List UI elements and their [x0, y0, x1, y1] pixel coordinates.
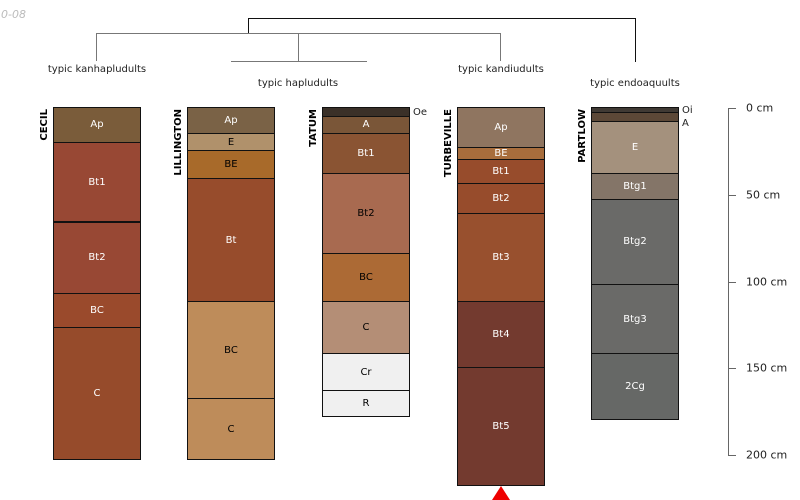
horizon-cr: Cr: [322, 353, 410, 391]
axis-tick: [728, 368, 736, 370]
profile-name: TURBEVILLE: [443, 109, 454, 178]
horizon-bt1: Bt1: [53, 141, 141, 223]
horizon-be: BE: [457, 146, 545, 161]
horizon-bt4: Bt4: [457, 301, 545, 369]
horizon-bt1: Bt1: [457, 159, 545, 185]
profile-name: LILLINGTON: [173, 109, 184, 176]
horizon-bt2: Bt2: [322, 172, 410, 254]
horizon-c: C: [187, 398, 275, 461]
horizon-e: E: [591, 120, 679, 174]
axis-tick-label: 50 cm: [746, 188, 781, 202]
horizon-bt3: Bt3: [457, 212, 545, 303]
axis-tick: [728, 108, 736, 109]
profile-name: TATUM: [308, 109, 319, 147]
horizon-btg3: Btg3: [591, 283, 679, 355]
axis-tick-label: 150 cm: [746, 361, 788, 375]
horizon-bc: BC: [53, 292, 141, 329]
horizon-bt5: Bt5: [457, 367, 545, 487]
horizon-label-a: A: [682, 118, 689, 130]
truncation-marker-icon: [492, 486, 510, 500]
taxon-label: typic kanhapludults: [47, 64, 147, 75]
horizon-bt: Bt: [187, 178, 275, 303]
horizon-ap: Ap: [187, 107, 275, 135]
horizon-label-oi: Oi: [682, 105, 693, 117]
horizon-ap: Ap: [457, 107, 545, 148]
horizon-e: E: [187, 133, 275, 152]
horizon-r: R: [322, 389, 410, 417]
horizon-a: A: [322, 115, 410, 135]
horizon-be: BE: [187, 150, 275, 180]
horizon-btg2: Btg2: [591, 198, 679, 285]
axis-tick: [728, 455, 736, 456]
horizon-c: C: [322, 301, 410, 355]
horizon-label-oe: Oe: [413, 106, 428, 118]
horizon-2cg: 2Cg: [591, 353, 679, 421]
horizon-c: C: [53, 327, 141, 461]
corner-label: 10-08: [0, 8, 26, 21]
horizon-bc: BC: [322, 252, 410, 303]
horizon-bt2: Bt2: [53, 221, 141, 294]
axis-tick-label: 100 cm: [746, 275, 788, 288]
axis-tick-label: 0 cm: [746, 101, 774, 115]
taxon-label: typic hapludults: [257, 78, 339, 89]
horizon-ap: Ap: [53, 107, 141, 143]
horizon-btg1: Btg1: [591, 172, 679, 200]
taxon-label: typic endoaquults: [590, 78, 680, 89]
profile-name: PARTLOW: [577, 109, 588, 163]
profile-name: CECIL: [39, 109, 50, 141]
horizon-bt1: Bt1: [322, 133, 410, 174]
horizon-bc: BC: [187, 301, 275, 400]
axis-tick: [728, 281, 736, 283]
axis-tick-label: 200 cm: [746, 448, 788, 462]
axis-tick: [728, 194, 736, 196]
taxon-label: typic kandiudults: [458, 64, 544, 75]
horizon-bt2: Bt2: [457, 183, 545, 214]
